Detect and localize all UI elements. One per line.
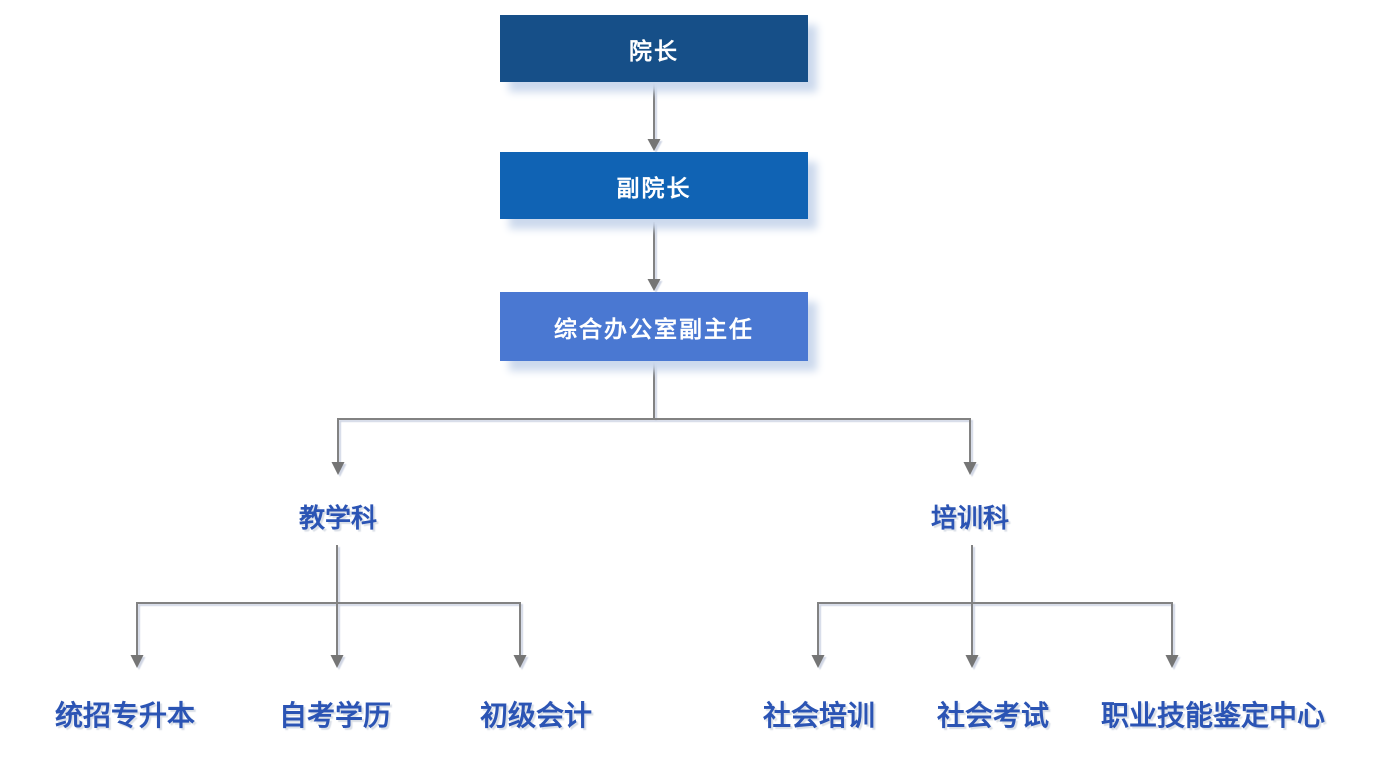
node-dean: 院长: [500, 15, 808, 82]
leaf-self-study-diploma: 自考学历: [278, 700, 392, 731]
node-general-office-deputy-director: 综合办公室副主任: [500, 292, 808, 361]
connector-training-split: [811, 545, 1179, 668]
leaf-social-training: 社会培训: [762, 700, 876, 731]
connector-teaching-split: [130, 545, 527, 668]
branch-training-section: 培训科: [930, 503, 1010, 533]
connector-vice-dean-to-office: [647, 222, 661, 291]
leaf-unified-college-upgrade: 统招专升本: [54, 700, 196, 731]
connector-dean-to-vice-dean: [647, 82, 661, 151]
connector-office-split: [331, 361, 977, 475]
leaf-vocational-skill-testing-center: 职业技能鉴定中心: [1100, 700, 1326, 731]
node-vice-dean: 副院长: [500, 152, 808, 219]
branch-teaching-section: 教学科: [298, 503, 378, 533]
leaf-elementary-accounting: 初级会计: [479, 700, 593, 731]
leaf-social-exam: 社会考试: [936, 700, 1050, 731]
